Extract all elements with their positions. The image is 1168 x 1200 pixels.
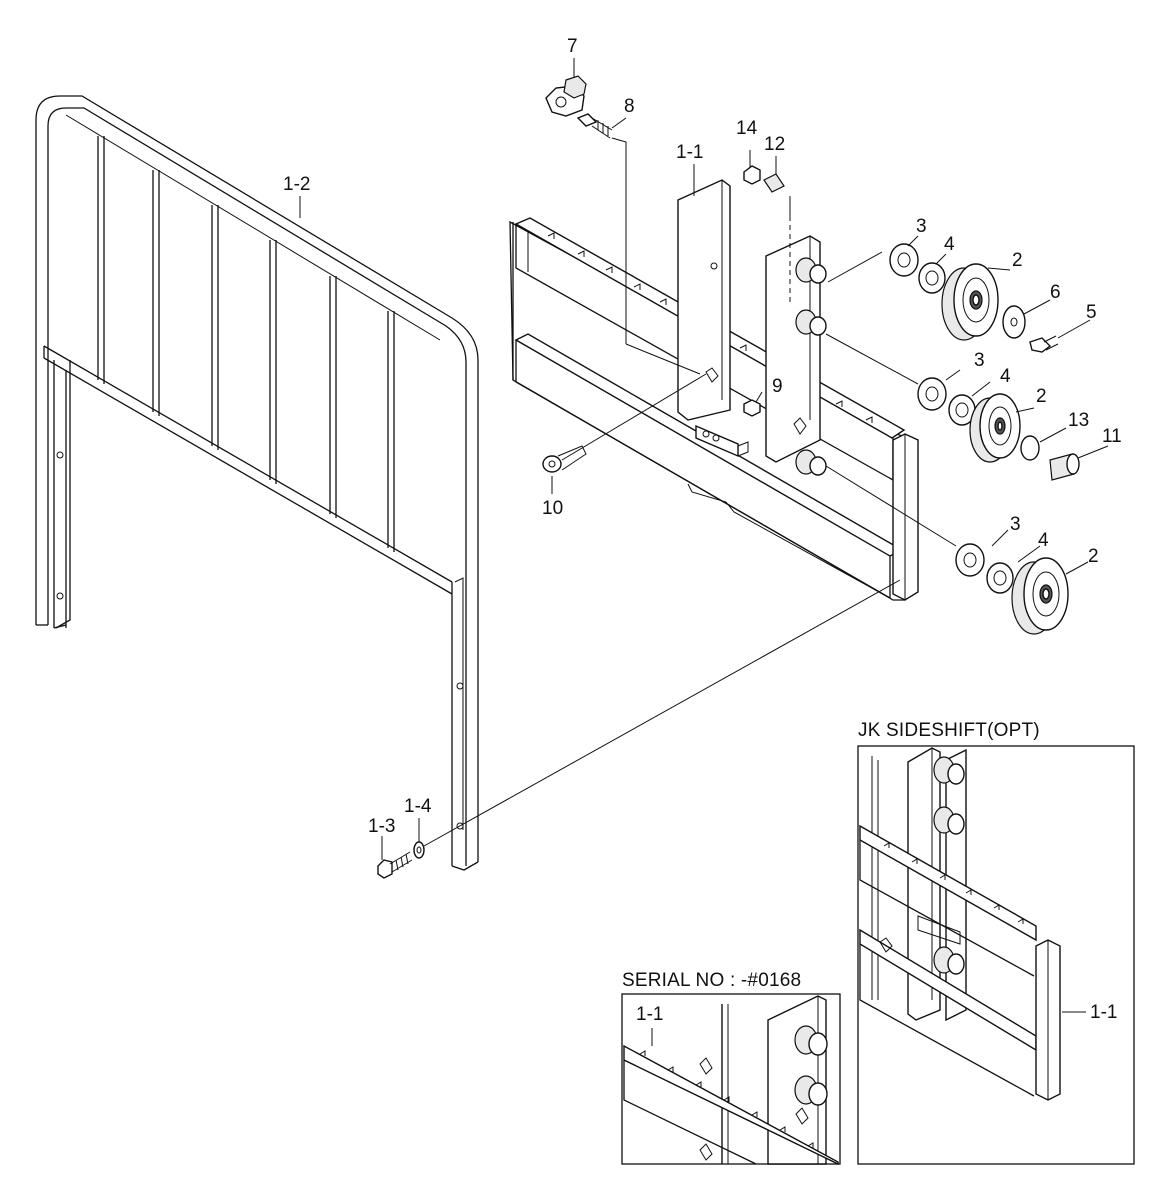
label-12: 12 — [764, 134, 785, 155]
label-1-2: 1-2 — [283, 174, 310, 195]
cap-11 — [1049, 453, 1080, 481]
label-1-4: 1-4 — [404, 796, 432, 817]
inset-serial-label: 1-1 — [636, 1004, 663, 1025]
screw-5 — [1029, 335, 1059, 353]
label-3-top: 3 — [916, 216, 927, 237]
label-14: 14 — [736, 118, 758, 139]
roller-set-middle — [917, 377, 1080, 481]
load-backrest — [35, 95, 479, 871]
carriage — [509, 179, 919, 601]
label-10: 10 — [542, 498, 563, 519]
label-6: 6 — [1050, 282, 1061, 303]
label-8: 8 — [624, 96, 635, 117]
label-4-top: 4 — [944, 234, 955, 255]
inset-serial: SERIAL NO : -#0168 1-1 — [621, 970, 841, 1166]
label-11: 11 — [1102, 426, 1122, 447]
part-1-4 — [413, 841, 425, 859]
label-1-3: 1-3 — [368, 816, 395, 837]
inset-serial-title: SERIAL NO : -#0168 — [622, 970, 801, 991]
roller-bearing-2c — [1011, 557, 1069, 635]
small-parts — [377, 75, 785, 879]
label-9: 9 — [772, 376, 783, 397]
roller-set-top — [889, 243, 1059, 353]
part-9 — [743, 399, 761, 417]
part-8 — [576, 113, 613, 139]
washer-6 — [1002, 305, 1026, 339]
snap-ring-13 — [1020, 435, 1040, 461]
label-1-1: 1-1 — [676, 142, 703, 163]
label-13: 13 — [1068, 410, 1089, 431]
inset-sideshift-label: 1-1 — [1090, 1002, 1117, 1023]
part-1-3 — [377, 851, 413, 879]
label-3-mid: 3 — [974, 350, 985, 371]
label-2-top: 2 — [1012, 250, 1023, 271]
roller-stud — [795, 257, 827, 476]
label-7: 7 — [567, 36, 578, 57]
part-10 — [542, 445, 587, 473]
roller-bearing-2b — [969, 393, 1021, 463]
label-2-mid: 2 — [1036, 386, 1047, 407]
part-14 — [743, 165, 761, 185]
roller-bearing-2a — [941, 263, 999, 341]
roller-set-bottom — [955, 543, 1069, 635]
label-4-bot: 4 — [1038, 530, 1049, 551]
part-7 — [545, 75, 587, 117]
label-3-bot: 3 — [1010, 514, 1021, 535]
inset-sideshift: JK SIDESHIFT(OPT) 1-1 — [857, 720, 1135, 1165]
label-2-bot: 2 — [1088, 546, 1099, 567]
part-12 — [763, 173, 785, 193]
part-labels: 1-2 7 8 1-1 14 12 3 4 2 6 5 3 4 2 13 11 … — [283, 36, 1122, 837]
label-5: 5 — [1086, 302, 1097, 323]
label-4-mid: 4 — [1000, 366, 1011, 387]
leader-lines — [299, 58, 1109, 860]
inset-sideshift-title: JK SIDESHIFT(OPT) — [858, 720, 1040, 741]
